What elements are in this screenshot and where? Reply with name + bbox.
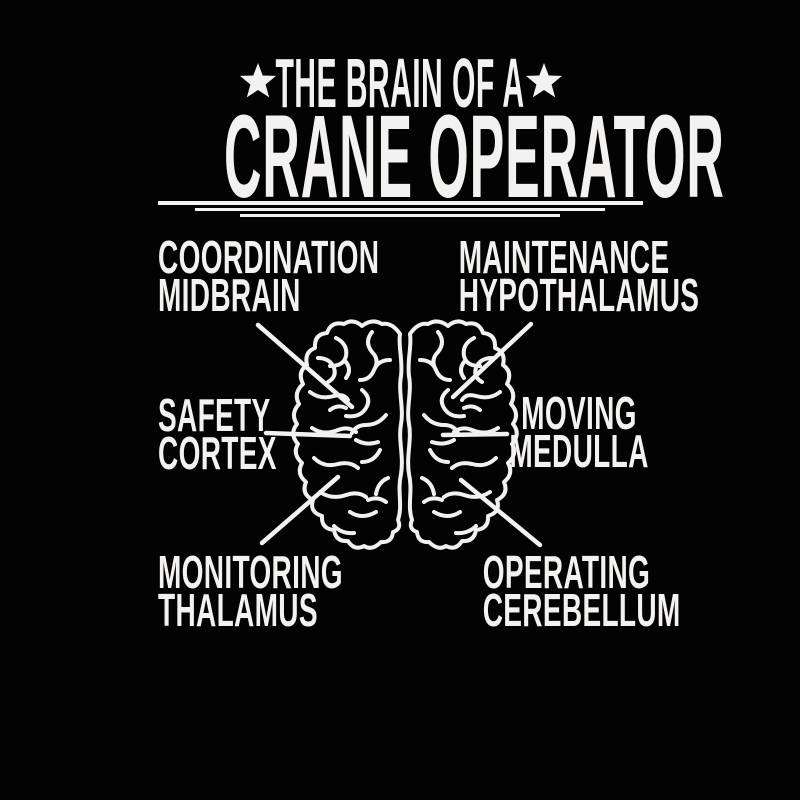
label-function: OPERATING: [482, 546, 651, 598]
underline-rule-3: [240, 214, 560, 217]
connector-line-bottom-right: [458, 477, 543, 548]
label-region: HYPOTHALAMUS: [458, 269, 700, 321]
label-region: CEREBELLUM: [482, 584, 681, 636]
label-function: COORDINATION: [158, 231, 380, 283]
star-icon-right: [525, 63, 563, 98]
label-monitoring-thalamus: MONITORING THALAMUS: [158, 546, 343, 636]
label-function: MOVING: [521, 387, 637, 439]
label-region: CORTEX: [158, 427, 277, 479]
label-region: MEDULLA: [509, 425, 649, 477]
label-function: MONITORING: [158, 546, 343, 598]
label-moving-medulla: MOVING MEDULLA: [500, 387, 659, 477]
title-underline: [0, 201, 800, 217]
connector-line-middle-left: [263, 430, 353, 439]
underline-rule-1: [157, 201, 643, 205]
connector-line-top-right: [450, 321, 534, 400]
label-operating-cerebellum: OPERATING CEREBELLUM: [482, 546, 681, 636]
title-line-1: THE BRAIN OF A: [275, 44, 525, 122]
label-region: THALAMUS: [158, 584, 318, 636]
connector-line-top-left: [255, 322, 355, 410]
star-icon-left: [239, 63, 277, 98]
connector-line-middle-right: [440, 431, 510, 438]
label-coordination-midbrain: COORDINATION MIDBRAIN: [158, 231, 380, 321]
underline-rule-2: [195, 208, 605, 211]
connector-line-bottom-left: [259, 474, 341, 546]
label-maintenance-hypothalamus: MAINTENANCE HYPOTHALAMUS: [458, 234, 700, 321]
label-safety-cortex: SAFETY CORTEX: [158, 389, 277, 479]
label-region: MIDBRAIN: [158, 269, 301, 321]
label-function: SAFETY: [158, 389, 271, 441]
